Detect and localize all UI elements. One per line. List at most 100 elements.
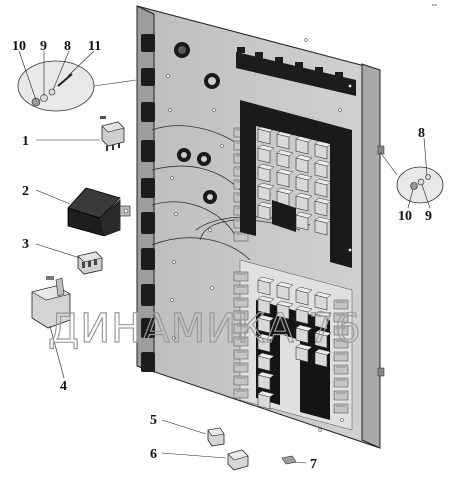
lower-fuse-left-6 (233, 349, 249, 360)
lower-relay-3-1-top (314, 310, 332, 318)
callout-9-left: 9 (40, 39, 47, 54)
lower-fuse-bay (256, 300, 330, 420)
lower-relay-0-1-top (257, 295, 275, 303)
lower-fuse-strips (233, 271, 349, 414)
part-2-relay-module (35, 187, 131, 237)
callout-11-left: 11 (88, 39, 101, 54)
upper-relay-1-2-top (276, 149, 294, 157)
upper-relay-0-4-top (257, 182, 275, 190)
bolt-11-left (57, 73, 73, 87)
lower-fuse-right-1 (333, 312, 349, 323)
lower-relay-0-2-top (257, 314, 275, 322)
callout-labels: 10 9 8 11 1 2 3 4 5 6 7 8 10 9 (12, 39, 432, 472)
right-side-fasteners (377, 145, 385, 377)
callout-5: 5 (150, 413, 157, 428)
panel-screw-5 (170, 298, 174, 302)
upper-relay-1-4-top (276, 187, 294, 195)
lower-relay-3-2-top (314, 329, 332, 337)
callout-8-right: 8 (418, 126, 425, 141)
upper-relay-2-5-top (295, 211, 313, 219)
lower-fuse-left-9 (233, 388, 249, 399)
corner-mark: ᵒᵒ (432, 3, 437, 10)
part-1-relay (36, 116, 125, 151)
part-7-fuse (281, 455, 307, 465)
nut-10-right (410, 182, 418, 190)
washer-8-left (48, 88, 56, 96)
panel-screws (166, 38, 352, 432)
upper-relay-2-2-top (295, 154, 313, 162)
nut-10-left (31, 97, 41, 107)
lower-fuse-right-0 (333, 299, 349, 310)
cable-grommets-middle (177, 148, 217, 204)
lower-relay-3-3-top (314, 348, 332, 356)
lower-fuse-left-8 (233, 375, 249, 386)
lower-relay-2-3-top (295, 343, 313, 351)
panel-screw-2 (170, 176, 174, 180)
panel-screw-10 (210, 286, 214, 290)
lower-relay-0-3-top (257, 333, 275, 341)
lower-fuse-right-4 (333, 351, 349, 362)
panel-screw-14 (304, 38, 308, 42)
upper-relay-2-4-top (295, 192, 313, 200)
panel-screw-16 (318, 428, 322, 432)
upper-fuse-bay (240, 100, 352, 268)
lower-fuse-right-6 (333, 377, 349, 388)
upper-relay-0-3-top (257, 163, 275, 171)
washer-9-right (417, 178, 425, 186)
lower-fuse-right-3 (333, 338, 349, 349)
callout-4: 4 (60, 379, 67, 394)
lower-fuse-left-3 (233, 310, 249, 321)
lower-fuse-left-7 (233, 362, 249, 373)
cable-grommets-top (174, 42, 220, 89)
fastener-detail-left (17, 50, 137, 112)
panel-screw-9 (208, 228, 212, 232)
callout-10-right: 10 (398, 209, 412, 224)
part-4-relay (31, 276, 71, 379)
lower-relay-extra-0-top (257, 352, 275, 360)
panel-screw-11 (338, 108, 342, 112)
washer-8-right (425, 174, 431, 180)
panel-screw-1 (168, 108, 172, 112)
callout-10-left: 10 (12, 39, 26, 54)
panel-screw-6 (172, 336, 176, 340)
lower-relay-grid (257, 276, 332, 410)
lower-relay-1-0-top (276, 281, 294, 289)
lower-relay-0-0-top (257, 276, 275, 284)
callout-7: 7 (310, 457, 317, 472)
lower-fuse-right-8 (333, 403, 349, 414)
panel-screw-15 (348, 84, 352, 88)
panel-screw-0 (166, 74, 170, 78)
lower-fuse-left-5 (233, 336, 249, 347)
upper-relay-1-3-top (276, 168, 294, 176)
upper-relay-0-2-top (257, 144, 275, 152)
panel-screw-13 (340, 418, 344, 422)
top-connector-row (236, 47, 356, 96)
part-6-block (161, 449, 249, 471)
callout-9-right: 9 (425, 209, 432, 224)
lower-fuse-right-5 (333, 364, 349, 375)
lower-fuse-right-2 (333, 325, 349, 336)
part-5-block (161, 419, 225, 447)
panel-screw-4 (172, 260, 176, 264)
lower-relay-3-0-top (314, 291, 332, 299)
lower-relay-extra-1-top (257, 371, 275, 379)
fastener-detail-right (379, 137, 444, 209)
upper-center-socket (272, 200, 296, 232)
lower-relay-2-2-top (295, 324, 313, 332)
panel-screw-7 (212, 108, 216, 112)
lower-fuse-left-1 (233, 284, 249, 295)
lower-relay-2-1-top (295, 305, 313, 313)
panel-screw-12 (348, 248, 352, 252)
lower-fuse-left-4 (233, 323, 249, 334)
part-3-relay (35, 243, 103, 275)
left-connector-column (141, 34, 155, 372)
watermark: ДИНАМИКА 76 (48, 306, 361, 352)
callout-6: 6 (150, 447, 157, 462)
callout-1: 1 (22, 134, 29, 149)
callout-2: 2 (22, 184, 29, 199)
lower-relay-2-0-top (295, 286, 313, 294)
callout-8-left: 8 (64, 39, 71, 54)
lower-fuse-left-0 (233, 271, 249, 282)
